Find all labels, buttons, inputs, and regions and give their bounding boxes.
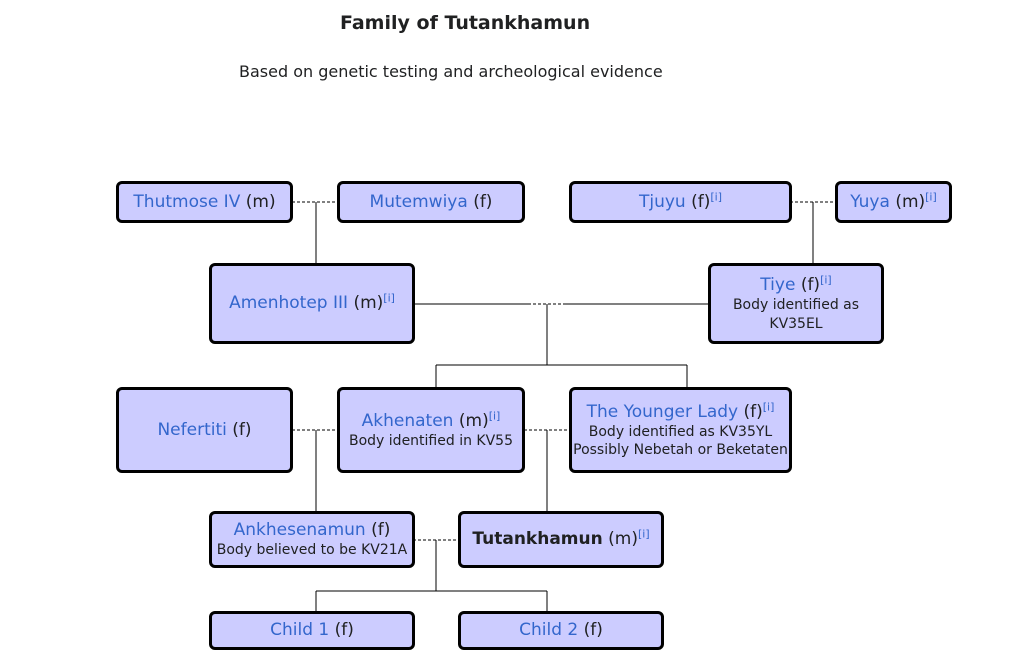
person-box-child2: Child 2 (f) — [458, 611, 664, 650]
person-name-link[interactable]: Mutemwiya — [369, 191, 468, 212]
person-box-tjuyu: Tjuyu (f)[i] — [569, 181, 792, 223]
reference-link[interactable]: [i] — [637, 527, 650, 541]
person-note: KV35EL — [769, 315, 823, 332]
person-note: Body identified as KV35YL — [588, 423, 773, 440]
person-note: Body believed to be KV21A — [216, 542, 408, 559]
reference-link[interactable]: [i] — [925, 190, 937, 204]
person-name-link[interactable]: Thutmose IV — [133, 191, 241, 212]
person-name: Tutankhamun — [472, 529, 603, 550]
person-box-nefertiti: Nefertiti (f) — [116, 387, 293, 473]
person-name-link[interactable]: Yuya — [850, 191, 890, 212]
chart-subtitle: Based on genetic testing and archeologic… — [239, 62, 663, 81]
person-name-link[interactable]: Ankhesenamun — [233, 520, 366, 541]
reference-link[interactable]: [i] — [488, 409, 501, 423]
person-sex: (m) — [458, 410, 489, 431]
person-name-link[interactable]: Tjuyu — [638, 191, 686, 212]
person-box-mutemwiya: Mutemwiya (f) — [337, 181, 525, 223]
person-sex: (m) — [895, 191, 926, 212]
reference-link[interactable]: [i] — [762, 400, 775, 414]
person-sex: (m) — [353, 293, 384, 314]
person-box-thutmose: Thutmose IV (m) — [116, 181, 293, 223]
person-name-link[interactable]: Tiye — [760, 275, 796, 296]
reference-link[interactable]: [i] — [383, 291, 395, 305]
chart-title: Family of Tutankhamun — [340, 12, 591, 34]
person-box-child1: Child 1 (f) — [209, 611, 415, 650]
person-box-yuya: Yuya (m)[i] — [835, 181, 952, 223]
person-sex: (f) — [743, 401, 763, 422]
person-name-link[interactable]: Child 2 — [519, 620, 579, 641]
person-note: Body identified in KV55 — [349, 432, 513, 449]
person-name-link[interactable]: Child 1 — [270, 620, 330, 641]
person-sex: (f) — [232, 419, 252, 440]
person-sex: (f) — [583, 620, 603, 641]
person-box-younger-lady: The Younger Lady (f)[i] Body identified … — [569, 387, 792, 473]
reference-link[interactable]: [i] — [710, 190, 722, 204]
person-box-tutankhamun: Tutankhamun (m)[i] — [458, 511, 664, 568]
person-sex: (f) — [691, 191, 711, 212]
person-name-link[interactable]: Nefertiti — [157, 419, 227, 440]
person-sex: (f) — [334, 620, 354, 641]
person-name-link[interactable]: Akhenaten — [361, 410, 454, 431]
person-sex: (m) — [608, 529, 638, 550]
person-note: Possibly Nebetah or Beketaten — [573, 442, 788, 459]
person-sex: (f) — [800, 275, 821, 296]
person-sex: (f) — [473, 191, 493, 212]
person-box-ankhesenamun: Ankhesenamun (f) Body believed to be KV2… — [209, 511, 415, 568]
person-box-amenhotep: Amenhotep III (m)[i] — [209, 263, 415, 344]
person-note: Body identified as — [732, 297, 860, 314]
person-name-link[interactable]: The Younger Lady — [586, 401, 739, 422]
person-box-akhenaten: Akhenaten (m)[i] Body identified in KV55 — [337, 387, 525, 473]
person-box-tiye: Tiye (f)[i] Body identified as KV35EL — [708, 263, 884, 344]
person-sex: (m) — [245, 191, 276, 212]
person-sex: (f) — [371, 520, 391, 541]
reference-link[interactable]: [i] — [820, 273, 832, 287]
person-name-link[interactable]: Amenhotep III — [229, 293, 349, 314]
